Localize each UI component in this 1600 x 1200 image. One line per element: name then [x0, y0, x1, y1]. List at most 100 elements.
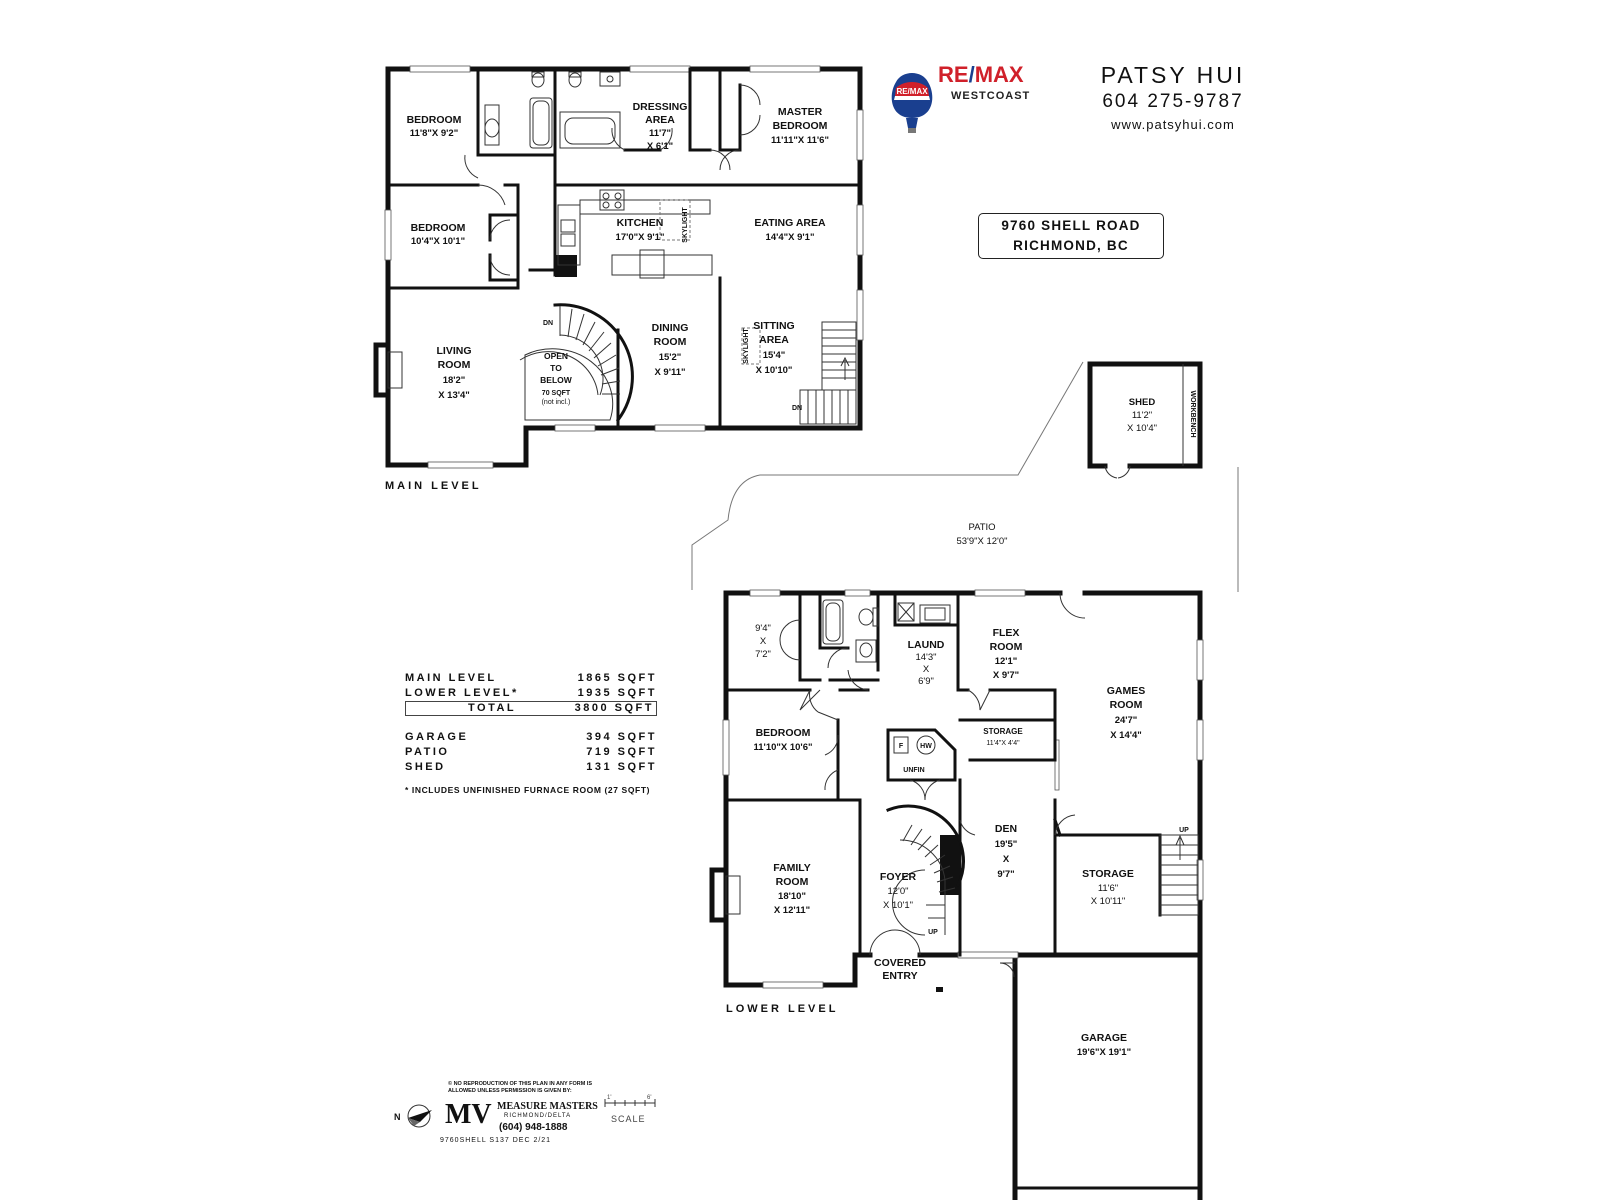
- open-l5: (not incl.): [542, 399, 571, 406]
- scale-legend: 1' 6' SCALE: [595, 1095, 665, 1128]
- main-bedroom1-name: BEDROOM: [407, 114, 462, 126]
- foyer-d2: X 10'1": [883, 900, 913, 911]
- unfin-hw: HW: [920, 743, 932, 750]
- dining-name1: DINING: [652, 322, 689, 334]
- lower-small-d2: X: [760, 636, 767, 647]
- games-stair: [1159, 834, 1199, 916]
- patio-dims: 53'9"X 12'0": [956, 536, 1007, 547]
- main-level-label: MAIN LEVEL: [385, 480, 482, 492]
- laund-d1: 14'3": [915, 652, 936, 663]
- master-name1: MASTER: [778, 106, 823, 118]
- area-footnote: * INCLUDES UNFINISHED FURNACE ROOM (27 S…: [405, 785, 651, 795]
- games-d1: 24'7": [1115, 715, 1138, 726]
- agent-website: www.patsyhui.com: [1111, 117, 1235, 132]
- open-l3: BELOW: [540, 375, 573, 385]
- dining-dim1: 15'2": [659, 352, 682, 363]
- storage2-d2: X 10'11": [1091, 896, 1126, 907]
- copyright-note: © NO REPRODUCTION OF THIS PLAN IN ANY FO…: [448, 1081, 593, 1094]
- main-stair-dn: DN: [543, 320, 553, 327]
- scale-label: SCALE: [611, 1114, 646, 1124]
- address-line2: RICHMOND, BC: [1013, 238, 1129, 253]
- master-dims: 11'11"X 11'6": [771, 135, 829, 146]
- lower-level-label: LOWER LEVEL: [726, 1003, 838, 1015]
- dressing-name2: AREA: [645, 114, 675, 126]
- covered-l1: COVERED: [874, 957, 926, 969]
- family-name2: ROOM: [776, 876, 809, 888]
- garage-dims: 19'6"X 19'1": [1077, 1047, 1131, 1058]
- family-name1: FAMILY: [773, 862, 811, 874]
- games-name1: GAMES: [1107, 685, 1146, 697]
- den-d1: 19'5": [995, 839, 1018, 850]
- plan-file-reference: 9760SHELL S137 DEC 2/21: [440, 1137, 552, 1144]
- dressing-dim1: 11'7": [649, 128, 671, 139]
- remax-office: WESTCOAST: [951, 90, 1031, 102]
- sitting-dim2: X 10'10": [756, 365, 793, 376]
- main-bedroom2-name: BEDROOM: [411, 222, 466, 234]
- north-label: N: [394, 1112, 401, 1122]
- shed-dim2: X 10'4": [1127, 423, 1157, 434]
- games-stair-up: UP: [1179, 827, 1189, 834]
- dressing-dim2: X 6'1": [647, 141, 673, 152]
- scale-bar: [604, 1099, 656, 1107]
- eating-name: EATING AREA: [754, 217, 826, 229]
- north-compass-icon: N: [394, 1104, 432, 1128]
- kitchen-skylight: SKYLIGHT: [682, 207, 689, 243]
- den-d2: X: [1003, 854, 1010, 865]
- agent-contact: PATSY HUI 604 275-9787 www.patsyhui.com: [1078, 62, 1268, 132]
- lower-bedroom-name: BEDROOM: [756, 727, 811, 739]
- sitting-name2: AREA: [759, 334, 789, 346]
- agent-phone: 604 275-9787: [1102, 91, 1244, 112]
- covered-l2: ENTRY: [882, 970, 917, 982]
- measure-masters-name: MEASURE MASTERS: [497, 1101, 598, 1112]
- games-name2: ROOM: [1110, 699, 1143, 711]
- master-name2: BEDROOM: [773, 120, 828, 132]
- agent-name: PATSY HUI: [1100, 62, 1246, 88]
- dining-dim2: X 9'11": [654, 367, 685, 378]
- living-name1: LIVING: [436, 345, 471, 357]
- sitting-stair: [799, 321, 857, 425]
- area-row-lower: LOWER LEVEL*1935 SQFT: [405, 687, 657, 699]
- sitting-name1: SITTING: [753, 320, 794, 332]
- measure-masters-credit: © NO REPRODUCTION OF THIS PLAN IN ANY FO…: [440, 1081, 650, 1151]
- open-l4: 70 SQFT: [542, 390, 571, 397]
- garage-name: GARAGE: [1081, 1032, 1127, 1044]
- foyer-name: FOYER: [880, 871, 917, 883]
- patio-outline: PATIO 53'9"X 12'0": [691, 361, 1239, 592]
- foyer-stair-up: UP: [928, 929, 938, 936]
- storage2-d1: 11'6": [1098, 883, 1118, 894]
- storage2-name: STORAGE: [1082, 868, 1134, 880]
- unfin-name: UNFIN: [903, 767, 924, 774]
- measure-masters-phone: (604) 948-1888: [499, 1122, 568, 1133]
- patio-name: PATIO: [968, 522, 995, 533]
- foyer-d1: 12'0": [887, 886, 908, 897]
- measure-masters-city: RICHMOND/DELTA: [504, 1113, 572, 1119]
- scale-start: 1': [607, 1095, 612, 1101]
- den-d3: 9'7": [997, 869, 1014, 880]
- shed-workbench: WORKBENCH: [1189, 390, 1196, 437]
- den-name: DEN: [995, 823, 1017, 835]
- remax-brand: RE/MAX WESTCOAST: [888, 62, 1048, 142]
- family-d1: 18'10": [778, 891, 806, 902]
- main-bedroom2-dims: 10'4"X 10'1": [411, 236, 465, 247]
- eating-dims: 14'4"X 9'1": [766, 232, 815, 243]
- remax-logo: RE/MAX: [938, 62, 1024, 87]
- games-d2: X 14'4": [1110, 730, 1142, 741]
- laund-name: LAUND: [908, 639, 945, 651]
- open-l2: TO: [550, 363, 562, 373]
- property-address: 9760 SHELL ROAD RICHMOND, BC: [978, 213, 1164, 259]
- living-dim2: X 13'4": [438, 390, 470, 401]
- storage1-name: STORAGE: [983, 727, 1023, 736]
- lower-level-plan: 9'4" X 7'2" LAUND 14'3" X 6'9" FLEX ROOM…: [709, 589, 1204, 1200]
- shed-name: SHED: [1129, 397, 1156, 408]
- open-l1: OPEN: [544, 351, 568, 361]
- remax-balloon-icon: RE/MAX: [891, 73, 933, 133]
- foyer-curved-stair: [886, 804, 965, 936]
- kitchen-name: KITCHEN: [617, 217, 664, 229]
- flex-name1: FLEX: [993, 627, 1020, 639]
- family-d2: X 12'11": [774, 905, 810, 916]
